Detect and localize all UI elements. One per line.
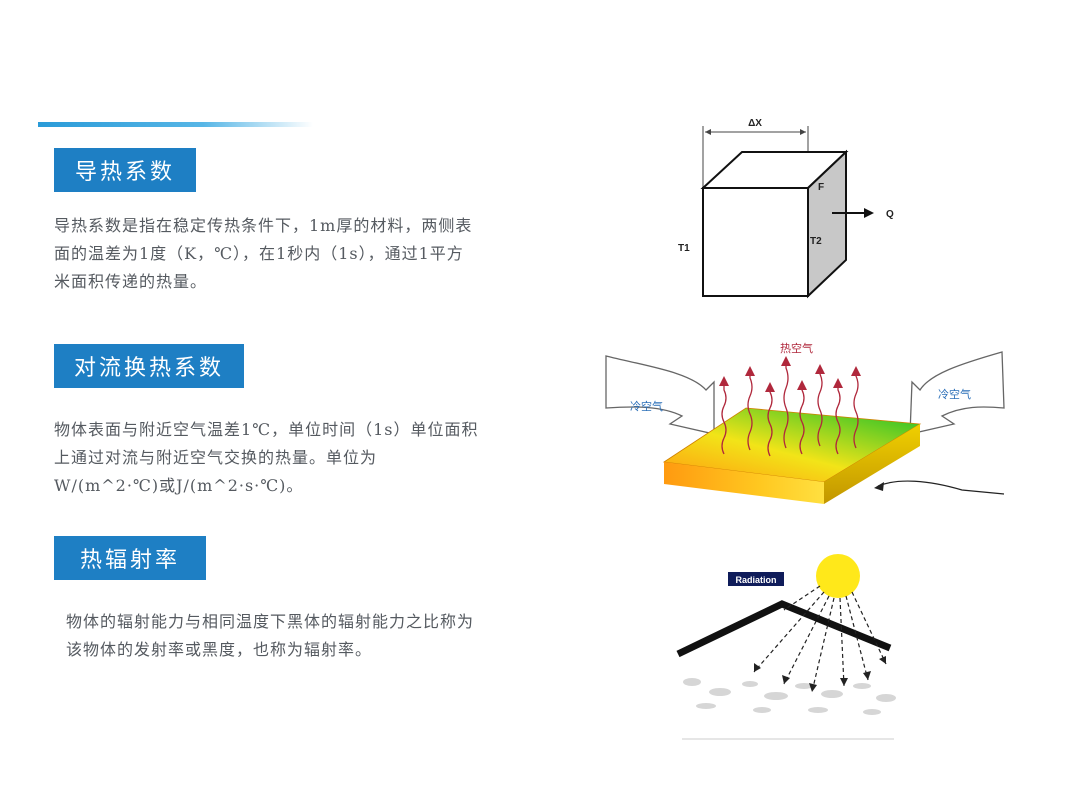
ground-surface: [683, 678, 896, 715]
body-line: 面的温差为1度（K，℃），在1秒内（1s），通过1平方: [54, 244, 464, 263]
sun-icon: [816, 554, 860, 598]
body-thermal-conductivity: 导热系数是指在稳定传热条件下，1m厚的材料，两侧表 面的温差为1度（K，℃），在…: [54, 212, 472, 296]
heat-wave-arrows-icon: [721, 362, 859, 457]
t1-label: T1: [678, 243, 690, 254]
heat-flow-arrow-icon: [864, 208, 874, 218]
cold-air-arrow-left-icon: [605, 355, 715, 435]
convection-plate-figure: 冷空气 冷空气 热空气: [598, 338, 1010, 510]
radiation-rays-icon: [753, 585, 887, 693]
conduction-cube-figure: ΔX F T2 T1 Q: [660, 112, 920, 306]
body-emissivity: 物体的辐射能力与相同温度下黑体的辐射能力之比称为 该物体的发射率或黑度，也称为辐…: [66, 608, 474, 664]
body-line: 导热系数是指在稳定传热条件下，1m厚的材料，两侧表: [54, 216, 473, 235]
body-line: 物体的辐射能力与相同温度下黑体的辐射能力之比称为: [66, 612, 475, 631]
heading-convection-coefficient: 对流换热系数: [54, 344, 244, 388]
header-accent-line: [38, 122, 313, 127]
heading-thermal-conductivity: 导热系数: [54, 148, 196, 192]
body-line: 该物体的发射率或黑度，也称为辐射率。: [66, 640, 373, 659]
radiation-figure: Radiation: [672, 546, 904, 746]
f-label: F: [818, 182, 824, 193]
q-label: Q: [886, 209, 894, 220]
heading-emissivity: 热辐射率: [54, 536, 206, 580]
body-line: 米面积传递的热量。: [54, 272, 208, 291]
radiation-label: Radiation: [735, 575, 776, 585]
body-line: W/(m^2·℃)或J/(m^2·s·℃)。: [54, 476, 304, 495]
body-line: 上通过对流与附近空气交换的热量。单位为: [54, 448, 378, 467]
t2-label: T2: [810, 236, 822, 247]
dx-label: ΔX: [748, 118, 762, 129]
cold-air-label-right: 冷空气: [938, 387, 971, 401]
body-line: 物体表面与附近空气温差1℃，单位时间（1s）单位面积: [54, 420, 479, 439]
hot-air-label: 热空气: [780, 341, 813, 355]
cold-air-label-left: 冷空气: [630, 399, 663, 413]
body-convection-coefficient: 物体表面与附近空气温差1℃，单位时间（1s）单位面积 上通过对流与附近空气交换的…: [54, 416, 478, 500]
